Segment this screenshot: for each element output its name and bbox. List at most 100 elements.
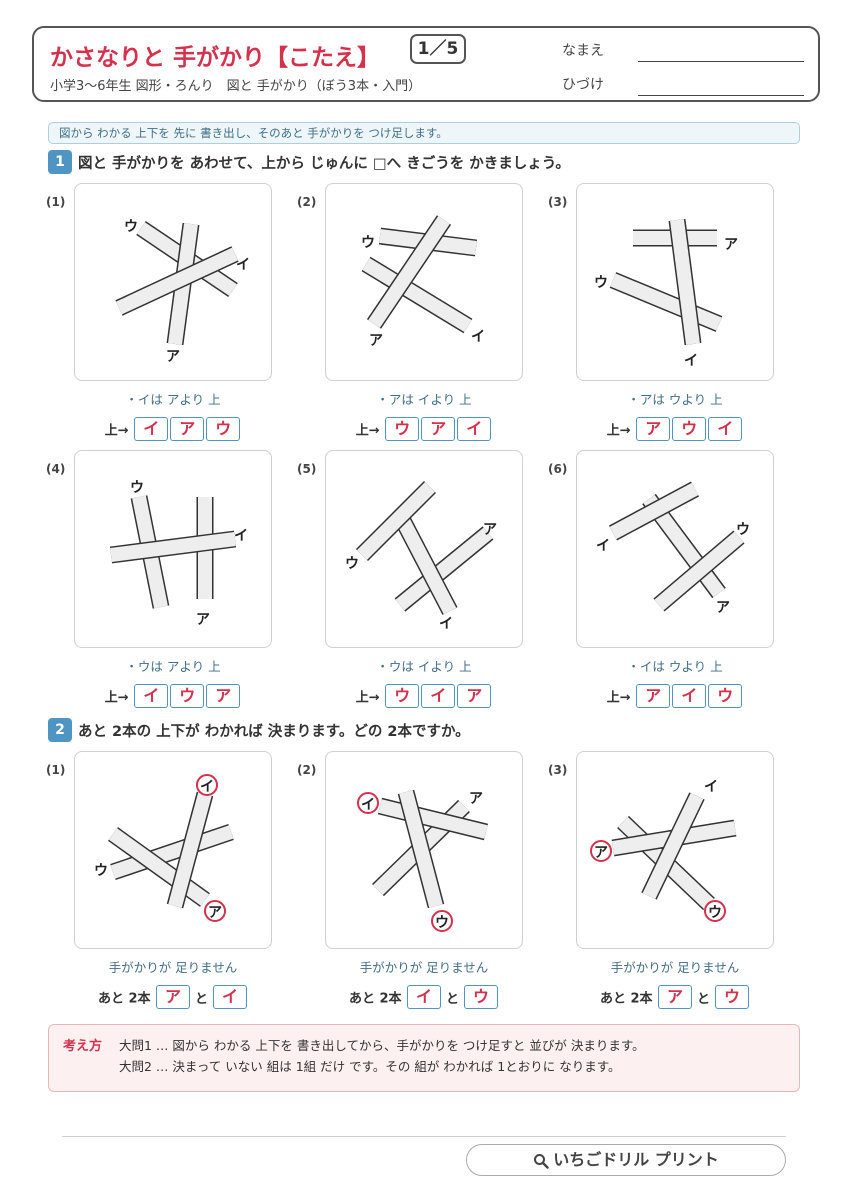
page-subtitle: 小学3〜6年生 図形・ろんり 図と 手がかり（ぼう3本・入門） [50,79,422,94]
answer-box: イ [407,985,442,1009]
answer-prefix: あと 2本 [97,991,151,1007]
stick-figure: ウイア [596,481,750,616]
stick-figure: アウイ [345,480,497,632]
page-number: 1／5 [410,34,466,64]
answer-box: イ [134,417,169,441]
brand-name: いちごドリル プリント [553,1150,719,1169]
stick-label: イ [234,528,248,544]
answer-box: イ [421,684,456,708]
stick-ウ [355,480,437,562]
answer-box: イ [708,417,743,441]
answer-box: ウ [385,684,420,708]
answer-prefix: 上→ [355,690,380,706]
stick-figure: ウイア [109,480,248,628]
stick-label: ウ [361,235,375,251]
stick-ウ [609,272,723,332]
clue-note: ・ウは アより 上 [125,659,221,674]
figure-box: ウイア [74,183,272,381]
answer-box: ア [421,417,456,441]
answer-row: 上→ ウアイ [299,417,549,441]
answer-box: ウ [464,985,499,1009]
stick-label: ウ [130,480,144,496]
page-title: かさなりと 手がかり【こたえ】 [50,45,381,71]
stick-label: ウ [708,905,722,921]
name-label: なまえ [562,43,604,59]
stick-label: イ [704,779,718,795]
hint-bar: 図から わかる 上下を 先に 書き出し、そのあと 手がかりを つけ足します。 [48,122,800,144]
q1-item: (6)ウイア・イは ウより 上上→ アイウ [548,450,800,712]
stick-ア [108,827,210,907]
stick-イ [109,530,237,564]
answer-circle [704,900,726,922]
answer-box: ウ [715,985,750,1009]
search-icon [534,1153,549,1169]
answer-row: 上→ ウイア [299,684,549,708]
answer-box: ウ [385,417,420,441]
answer-box: ア [636,684,671,708]
answer-prefix: 上→ [104,690,129,706]
stick-label: ア [594,845,608,861]
explanation-box: 考え方 大問1 … 図から わかる 上下を 書き出してから、手がかりを つけ足す… [48,1024,800,1092]
item-label: (6) [548,462,568,476]
answer-joiner: と [446,991,460,1007]
answer-joiner: と [697,991,711,1007]
item-label: (2) [297,763,317,777]
answer-row: あと 2本 アとウ [550,985,800,1009]
answer-box: イ [672,684,707,708]
clue-note: 手がかりが 足りません [108,960,238,975]
item-label: (4) [46,462,66,476]
stick-label: ア [724,237,738,253]
stick-label: イ [439,616,453,632]
answer-row: 上→ アウイ [550,417,800,441]
stick-label: ウ [94,863,108,879]
stick-label: イ [471,329,485,345]
figure-box: イウア [74,751,272,949]
q2-item: (3)イアウ手がかりが 足りませんあと 2本 アとウ [548,751,800,1013]
answer-circle [357,792,379,814]
stick-ア [366,215,452,329]
item-label: (2) [297,195,317,209]
stick-イ [377,797,489,841]
clue-note: ・アは ウより 上 [627,392,723,407]
answer-box: ウ [708,684,743,708]
stick-figure: イアウ [357,789,489,932]
name-field[interactable] [638,61,804,62]
figure-box: ウイア [74,450,272,648]
stick-label: ウ [345,556,359,572]
answer-prefix: 上→ [355,423,380,439]
stick-label: ウ [435,915,449,931]
stick-イ [392,511,458,615]
question-1-text: 図と 手がかりを あわせて、上から じゅんに □へ きごうを かきましょう。 [78,155,570,172]
answer-circle [204,900,226,922]
stick-label: ア [196,612,210,628]
q1-item: (5)アウイ・ウは イより 上上→ ウイア [297,450,549,712]
q1-item: (3)アウイ・アは ウより 上上→ アウイ [548,183,800,445]
item-label: (3) [548,763,568,777]
explanation-line-2: 大問2 … 決まって いない 組は 1組 だけ です。その 組が わかれば 1と… [119,1059,621,1074]
stick-label: ア [166,349,180,365]
answer-row: 上→ イウア [48,684,298,708]
question-2-text: あと 2本の 上下が わかれば 決まります。どの 2本ですか。 [78,723,470,740]
answer-joiner: と [195,991,209,1007]
answer-box: ウ [672,417,707,441]
q1-item: (2)ウアイ・アは イより 上上→ ウアイ [297,183,549,445]
answer-row: 上→ イアウ [48,417,298,441]
explanation-line-1: 大問1 … 図から わかる 上下を 書き出してから、手がかりを つけ足すと 並び… [119,1038,645,1053]
q1-item: (4)ウイア・ウは アより 上上→ イウア [46,450,298,712]
answer-row: あと 2本 アとイ [48,985,298,1009]
footer-divider [62,1136,786,1137]
explanation-title: 考え方 [63,1039,103,1054]
stick-ウ [653,530,745,612]
answer-box: ア [636,417,671,441]
figure-box: イアウ [325,751,523,949]
date-field[interactable] [638,95,804,96]
stick-figure: ウアイ [361,215,485,349]
q2-item: (2)イアウ手がかりが 足りませんあと 2本 イとウ [297,751,549,1013]
q2-item: (1)イウア手がかりが 足りませんあと 2本 アとイ [46,751,298,1013]
answer-box: ア [457,684,492,708]
stick-イ [641,792,705,900]
question-1-number: 1 [48,150,72,174]
header: かさなりと 手がかり【こたえ】 1／5 小学3〜6年生 図形・ろんり 図と 手が… [32,26,820,102]
stick-label: ア [483,522,497,538]
